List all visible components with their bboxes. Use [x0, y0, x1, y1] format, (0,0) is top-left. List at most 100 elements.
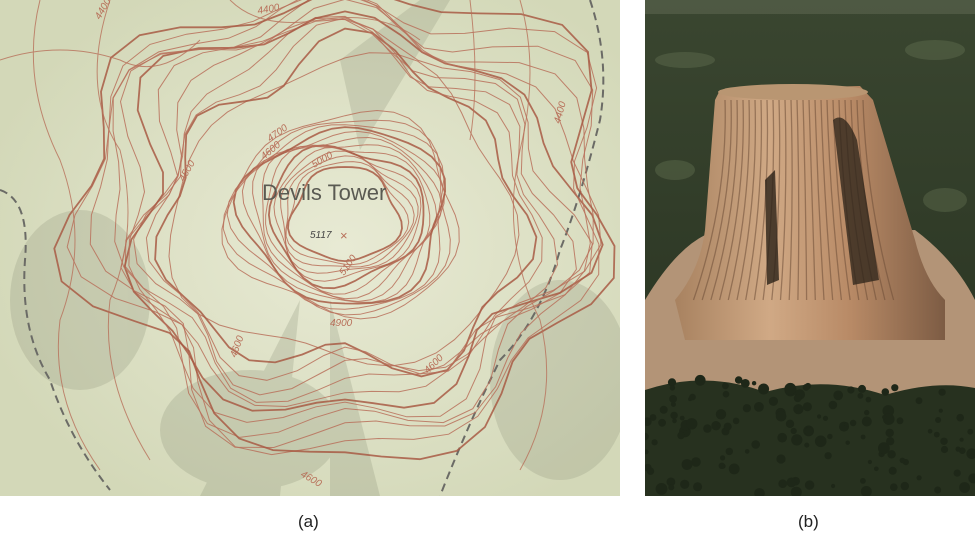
tree	[802, 402, 812, 412]
tree	[694, 374, 706, 386]
tree	[849, 419, 857, 427]
tree	[844, 422, 849, 427]
tree	[718, 462, 725, 469]
clearings	[655, 40, 967, 212]
tree	[969, 453, 975, 459]
contour-line	[287, 166, 403, 263]
tree	[967, 428, 974, 435]
tree	[677, 431, 685, 440]
contour-line	[168, 52, 520, 367]
column-stripe	[862, 99, 895, 301]
tree	[888, 466, 897, 475]
column-stripe	[736, 99, 757, 301]
tree	[693, 482, 703, 492]
contour-line	[241, 130, 446, 303]
tower-top	[718, 84, 868, 100]
tree	[649, 414, 657, 421]
tree	[916, 475, 922, 481]
tree	[666, 477, 676, 487]
contour-line	[145, 17, 543, 381]
map-title: Devils Tower	[262, 180, 386, 205]
tree	[646, 467, 655, 475]
tree	[896, 417, 904, 425]
contour-line	[222, 119, 451, 316]
tree	[878, 442, 890, 455]
tree	[934, 486, 942, 494]
tree	[953, 469, 961, 477]
tree	[703, 424, 712, 433]
tree	[822, 415, 829, 421]
caption-a: (a)	[298, 512, 319, 531]
tree	[817, 414, 822, 419]
column-stripe	[745, 99, 763, 301]
column-stripe	[753, 99, 769, 301]
column-stripe	[826, 99, 843, 301]
tree	[725, 447, 733, 456]
contour-line	[285, 161, 410, 266]
contour-line	[124, 17, 577, 403]
column-stripe	[779, 99, 787, 301]
column-stripe	[727, 99, 750, 301]
tree	[689, 393, 696, 401]
tree	[793, 404, 804, 415]
tree	[793, 394, 802, 403]
contour-line	[226, 124, 445, 310]
tree	[785, 419, 795, 428]
tree	[938, 408, 943, 413]
tree	[857, 392, 864, 399]
tree	[865, 396, 872, 403]
tree	[935, 417, 942, 423]
tree	[790, 427, 797, 435]
tree	[786, 477, 797, 488]
tree	[651, 439, 658, 446]
tree	[784, 382, 797, 395]
tree	[667, 378, 677, 387]
tree	[732, 417, 740, 425]
tree	[790, 486, 802, 496]
devils-tower-photo	[645, 0, 975, 496]
outer-contours	[0, 0, 548, 471]
tree	[670, 411, 678, 420]
tree	[860, 486, 872, 496]
tree	[899, 457, 906, 464]
tree	[686, 418, 698, 430]
tree	[828, 400, 838, 410]
tree	[734, 376, 743, 384]
contour-lines	[53, 0, 616, 461]
tree	[833, 390, 843, 401]
tree	[680, 479, 690, 489]
tree	[885, 428, 894, 438]
tree	[900, 481, 909, 491]
tree	[740, 379, 750, 388]
column-stripe	[718, 99, 744, 301]
contour-line	[252, 136, 443, 303]
tree	[751, 381, 757, 386]
tree	[814, 435, 827, 448]
contour-label: 4900	[330, 318, 353, 329]
tree	[645, 449, 649, 455]
tree	[804, 427, 814, 436]
tree	[959, 437, 964, 442]
tree	[802, 384, 810, 391]
column-stripe	[788, 99, 793, 301]
contour-line	[267, 144, 425, 290]
tower-recess	[833, 117, 879, 285]
tree	[754, 488, 765, 496]
tree	[728, 463, 740, 475]
tree	[886, 437, 895, 446]
contour-label: 4400	[257, 2, 281, 17]
column-stripe	[796, 99, 800, 301]
column-stripe	[802, 99, 808, 301]
tree	[776, 454, 786, 464]
tree	[915, 397, 923, 405]
tree	[940, 445, 949, 454]
tree	[655, 483, 668, 495]
tree	[881, 388, 890, 396]
tree	[751, 440, 760, 449]
tree	[669, 395, 677, 403]
tree	[804, 442, 810, 448]
column-stripe	[814, 99, 825, 301]
contour-line	[53, 0, 616, 461]
contour-line	[154, 27, 538, 378]
column-stripe	[808, 99, 816, 301]
